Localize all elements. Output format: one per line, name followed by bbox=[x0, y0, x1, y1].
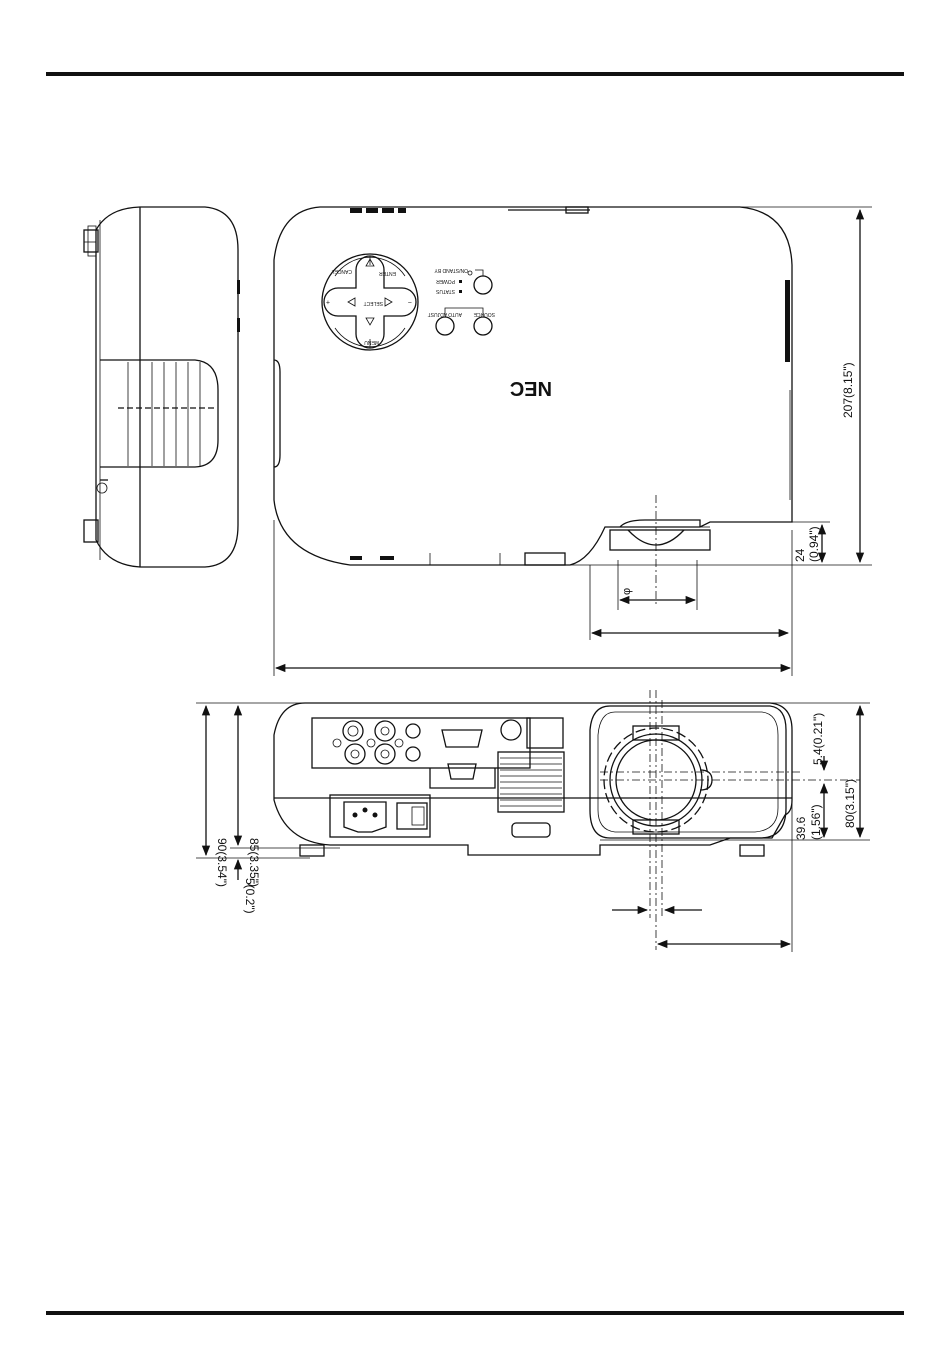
top-view: CANCEL ENTER SELECT MENU + − AUTO ADJUST… bbox=[274, 207, 792, 605]
diameter-symbol: φ bbox=[621, 588, 633, 595]
source-button bbox=[474, 317, 492, 335]
audio-out-jack bbox=[406, 747, 420, 761]
rgb-out-port bbox=[448, 764, 476, 779]
video-jack bbox=[375, 721, 395, 741]
front-view bbox=[274, 690, 860, 950]
on-stand-by-label: ON/STAND BY bbox=[434, 267, 468, 273]
auto-adjust-button bbox=[436, 317, 454, 335]
dim-lens-center-offset: 5.4(0.21") bbox=[811, 713, 825, 765]
dim-front-height-total: 90(3.54") bbox=[215, 838, 229, 887]
status-indicator bbox=[459, 290, 462, 293]
side-view bbox=[84, 207, 240, 567]
plus-button-label: + bbox=[326, 298, 330, 305]
control-pad: CANCEL ENTER SELECT MENU + − bbox=[322, 254, 418, 350]
cancel-button-label: CANCEL bbox=[331, 268, 352, 274]
dim-lens-offset-top-in: (0.94") bbox=[807, 526, 821, 562]
brand-logo: NEC bbox=[510, 377, 552, 399]
dim-lens-center-height: 39.6 bbox=[794, 816, 808, 840]
power-indicator-label: POWER bbox=[436, 278, 455, 284]
status-indicator-label: STATUS bbox=[435, 288, 455, 294]
side-vent bbox=[118, 362, 215, 466]
audio-right-jack bbox=[375, 744, 395, 764]
svideo-jack bbox=[343, 721, 363, 741]
source-label: SOURCE bbox=[473, 311, 495, 317]
dim-foot-height: 5(0.2") bbox=[243, 878, 257, 914]
menu-button-label: MENU bbox=[364, 339, 379, 345]
dim-lens-offset-top: 24 bbox=[793, 548, 807, 562]
top-view-dimensions: 207(8.15") 24 (0.94") φ bbox=[274, 207, 872, 676]
pc-control-port bbox=[501, 720, 521, 740]
power-button bbox=[474, 276, 492, 294]
dim-top-depth: 207(8.15") bbox=[841, 362, 855, 418]
front-vent bbox=[498, 752, 564, 812]
rgb-in-port bbox=[442, 730, 482, 747]
audio-in-jack bbox=[406, 724, 420, 738]
enter-button-label: ENTER bbox=[379, 270, 396, 276]
select-button-label: SELECT bbox=[364, 300, 383, 306]
minus-button-label: − bbox=[408, 298, 412, 305]
auto-adjust-label: AUTO ADJUST bbox=[428, 311, 462, 317]
dim-lens-center-height-in: (1.56") bbox=[809, 804, 823, 840]
ac-inlet bbox=[344, 802, 386, 832]
dim-front-height-right: 80(3.15") bbox=[843, 779, 857, 828]
audio-left-jack bbox=[345, 744, 365, 764]
power-indicator bbox=[459, 280, 462, 283]
